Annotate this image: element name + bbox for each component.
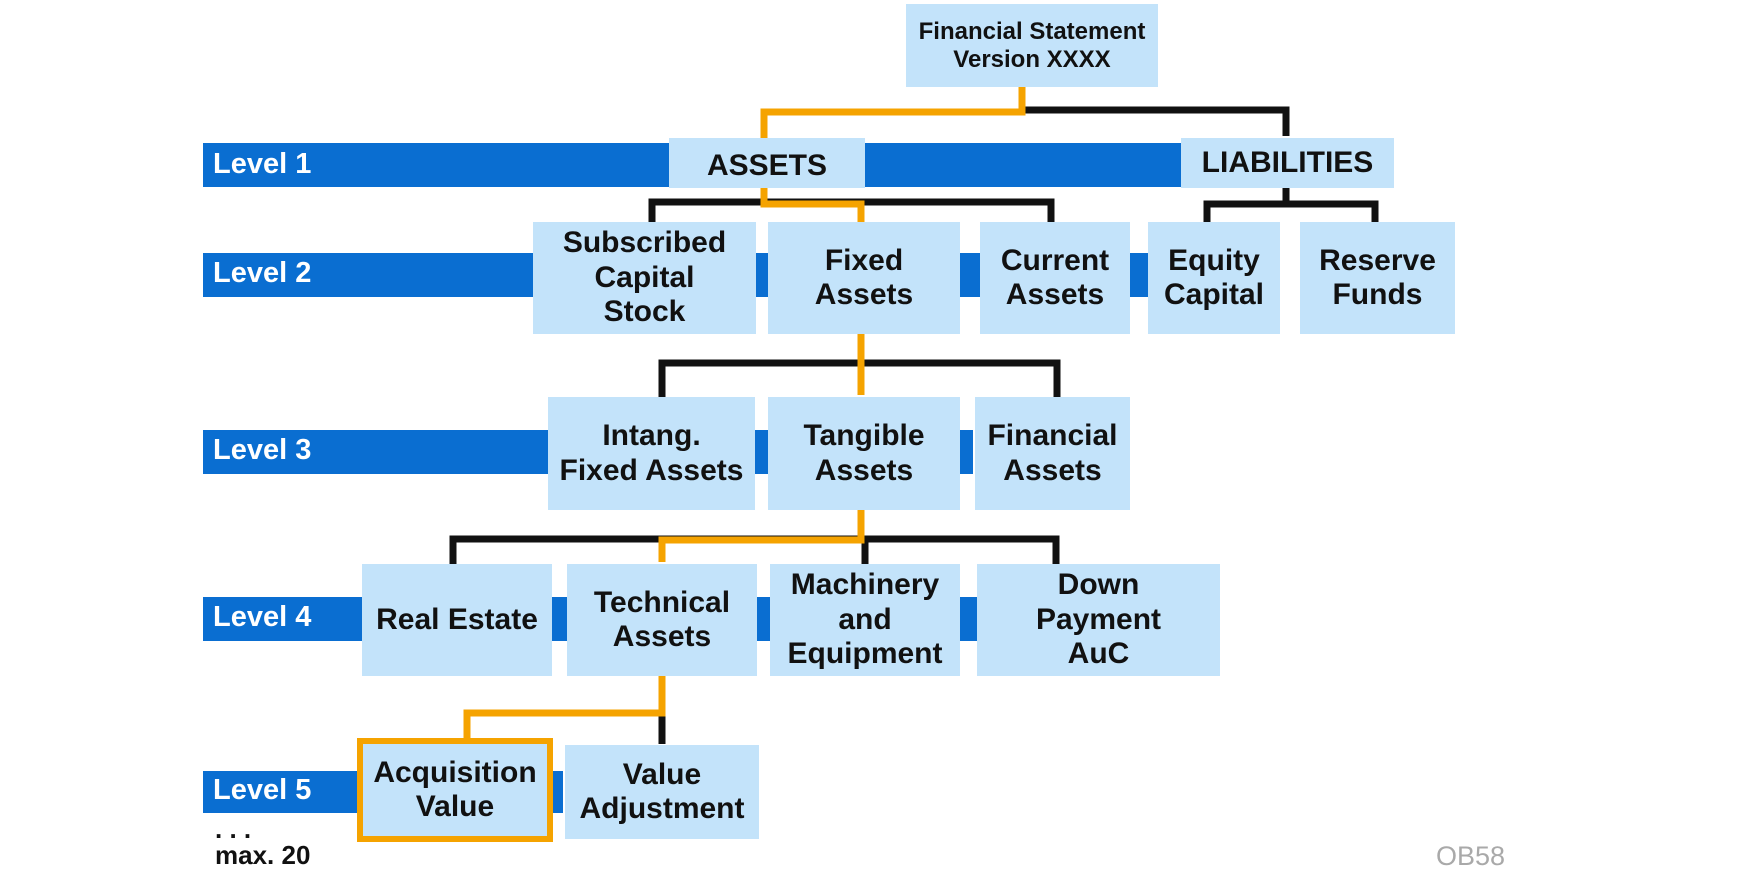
reserve-funds-node: Reserve Funds [1300,222,1455,334]
down-payment-auc-node: Down Payment AuC [977,564,1220,676]
max-levels-note: . . . max. 20 [215,814,311,870]
real-estate-label: Real Estate [376,602,538,636]
connector-liabilities-bar [1203,200,1379,224]
tangible-assets-label: Tangible Assets [803,419,925,487]
current-assets-node: Current Assets [980,222,1130,334]
equity-capital-label: Equity Capital [1163,243,1265,312]
subscribed-capital-stock-node: Subscribed Capital Stock [533,222,756,334]
equity-capital-node: Equity Capital [1148,222,1280,334]
level-5-label: Level 5 [213,774,312,806]
fixed-assets-node: Fixed Assets [768,222,960,334]
highlighted-path [463,87,1026,742]
value-adjustment-node: Value Adjustment [565,745,759,839]
reserve-funds-label: Reserve Funds [1319,243,1436,312]
level-1-label: Level 1 [213,148,312,180]
highlight-tangible-technical [658,509,865,562]
liabilities-label: LIABILITIES [1201,145,1374,179]
intangible-fixed-assets-label: Intang. Fixed Assets [559,419,744,487]
down-payment-auc-label: Down Payment AuC [1035,568,1162,671]
level-4-label: Level 4 [213,601,312,633]
current-assets-label: Current Assets [1000,243,1110,312]
technical-assets-node: Technical Assets [567,564,757,676]
assets-label: ASSETS [706,148,828,182]
financial-statement-version-node: Financial Statement Version XXXX [906,4,1158,87]
machinery-equipment-node: Machinery and Equipment [770,564,960,676]
highlight-root-assets [760,87,1026,138]
subscribed-capital-stock-label: Subscribed Capital Stock [562,226,727,329]
transaction-code: OB58 [1436,841,1506,871]
machinery-equipment-label: Machinery and Equipment [787,568,943,671]
highlight-technical-acquisition [463,675,666,742]
financial-assets-label: Financial Assets [987,419,1118,487]
fixed-assets-label: Fixed Assets [814,243,914,312]
level-3-label: Level 3 [213,434,312,466]
connector-root-liabilities [1024,106,1290,136]
level-2-label: Level 2 [213,257,312,289]
tangible-assets-node: Tangible Assets [768,397,960,510]
highlight-assets-fixed [760,186,865,224]
assets-node: ASSETS [669,138,865,188]
liabilities-node: LIABILITIES [1181,138,1394,188]
financial-assets-node: Financial Assets [975,397,1130,510]
technical-assets-label: Technical Assets [593,585,731,654]
acquisition-value-node: Acquisition Value [357,738,553,842]
financial-statement-version-label: Financial Statement Version XXXX [918,17,1146,73]
intangible-fixed-assets-node: Intang. Fixed Assets [548,397,755,510]
real-estate-node: Real Estate [362,564,552,676]
acquisition-value-label: Acquisition Value [373,755,537,824]
value-adjustment-label: Value Adjustment [579,757,745,826]
